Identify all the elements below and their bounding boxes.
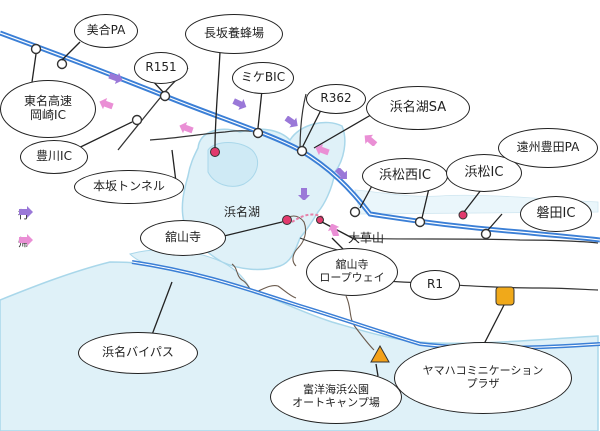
go-arrow [108,72,123,84]
marker-hamamatsu-ic [414,216,426,228]
legend-return: 帰 [18,234,33,250]
label-lake: 浜名湖 [223,205,260,219]
water-lake-inner [207,142,259,187]
legend-go: 行 [18,206,33,222]
go-arrow [284,116,298,128]
marker-r151 [159,90,171,102]
label-iwata-ic: 磐田IC [520,196,592,232]
label-r1: R1 [410,270,460,300]
label-mikkabi-ic: ミケBIC [232,62,294,94]
go-arrow-icon [19,206,33,218]
return-arrow [364,134,378,146]
label-tomei-okazaki: 東名高速 岡崎IC [0,80,96,138]
marker-mikkabi-pa [56,58,68,70]
label-honzaka-tunnel: 本坂トンネル [74,170,184,204]
label-enshu-toyota: 遠州豊田PA [498,128,598,168]
go-arrow [232,98,247,110]
marker-kanzanji [282,215,292,225]
label-kanzanji: 舘山寺 [140,220,226,256]
road-east [354,237,599,244]
label-ropeway: 舘山寺 ロープウェイ [306,248,398,296]
marker-hamamatsu-nishi [349,206,361,218]
return-arrow [315,144,330,156]
marker-camp [370,344,390,363]
expressway-center [0,32,600,241]
label-hamamatsu-nishi: 浜松西IC [362,158,448,194]
marker-mikkabi-ic [252,127,264,139]
marker-enshu-toyota [458,210,468,220]
label-nagasaka: 長坂養蜂場 [185,14,283,54]
label-plaza: ヤマハコミニケーション プラザ [394,342,572,414]
marker-nagasaka [210,147,220,157]
label-bypass: 浜名バイパス [78,332,198,374]
marker-toyokawa-ic [131,114,143,126]
label-mikkabi-pa: 美合PA [74,14,138,48]
go-arrow [298,188,310,200]
return-arrow-icon [19,234,33,246]
label-r362: R362 [306,84,366,114]
ic-markers [30,43,492,240]
return-arrow [328,224,340,236]
label-camp: 富洋海浜公園 オートキャンプ場 [270,370,402,424]
label-toyokawa-ic: 豊川IC [20,140,88,174]
label-r151: R151 [134,52,188,84]
marker-plaza [495,286,515,306]
shore-detail-2 [281,215,307,267]
label-hamanako-sa: 浜名湖SA [366,86,470,130]
marker-iwata-ic [480,228,492,240]
return-arrow [99,98,114,110]
marker-hamanako-sa [296,145,308,157]
return-arrow [179,122,194,134]
label-ookusayama: 大草山 [347,231,384,245]
marker-okazaki-ic [30,43,42,55]
marker-ookusayama [316,216,324,224]
road-r1 [359,279,599,291]
road-r362 [299,93,307,151]
shore-detail-3 [345,295,375,351]
go-arrow [334,168,347,179]
